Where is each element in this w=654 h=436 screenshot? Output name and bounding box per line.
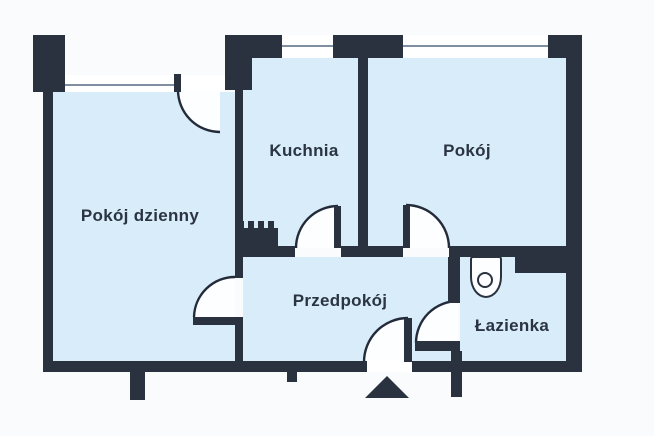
room-floor xyxy=(368,58,566,246)
wall-bathroom-left-lower xyxy=(451,351,462,397)
balcony-door-arc xyxy=(176,89,221,134)
room-label-living-room: Pokój dzienny xyxy=(80,206,200,225)
wall-living-hall-divider-lower xyxy=(235,317,243,362)
bathroom-door-leaf xyxy=(415,341,460,351)
room-window-line xyxy=(403,45,548,47)
living-room-window-line xyxy=(65,84,174,86)
wall-bottom-right xyxy=(412,361,582,372)
room-label-room: Pokój xyxy=(443,141,491,160)
entrance-door-arc xyxy=(362,316,409,363)
entrance-door-leaf xyxy=(404,318,412,362)
wall-left xyxy=(43,92,53,362)
shaft-tooth xyxy=(268,221,274,229)
wall-hall-top-a xyxy=(243,246,295,257)
wall-pillar-top-left xyxy=(33,35,65,92)
shaft-tooth xyxy=(248,221,254,229)
bathroom-door-arc xyxy=(414,299,459,344)
living-room-door-arc xyxy=(192,275,236,318)
room-label-hallway: Przedpokój xyxy=(292,291,388,310)
wall-living-hall-divider-upper xyxy=(235,90,243,278)
wall-top-segment-b xyxy=(333,35,403,58)
living-room-window xyxy=(65,75,225,92)
kitchen-window-line xyxy=(282,45,333,47)
wall-stub-b xyxy=(287,372,297,382)
toilet-icon xyxy=(470,256,502,298)
wall-bottom-left xyxy=(43,361,367,372)
toilet-bowl-icon xyxy=(477,272,493,288)
wall-bathroom-left-upper xyxy=(448,257,460,303)
room-door-arc xyxy=(405,203,451,249)
wall-block-top-right xyxy=(548,35,582,58)
wall-hall-top-b xyxy=(341,246,403,257)
ventilation-shaft xyxy=(236,228,278,248)
wall-bathroom-block xyxy=(515,246,566,273)
room-label-kitchen: Kuchnia xyxy=(269,141,339,160)
kitchen-door-arc xyxy=(294,204,339,249)
room-door-leaf xyxy=(403,205,410,248)
wall-top-segment-a xyxy=(252,35,282,58)
room-label-bathroom: Łazienka xyxy=(474,316,550,335)
living-room-door-leaf xyxy=(193,317,235,325)
entrance-arrow-icon xyxy=(365,376,409,398)
wall-stub-a xyxy=(130,372,145,400)
wall-block-living-kitchen xyxy=(225,35,252,90)
wall-hall-top-c xyxy=(449,246,515,257)
kitchen-door-leaf xyxy=(334,206,341,248)
shaft-tooth xyxy=(238,221,244,229)
wall-kitchen-room-divider xyxy=(358,58,368,248)
entrance-threshold xyxy=(367,361,412,372)
balcony-door-leaf xyxy=(174,74,181,92)
wall-right xyxy=(566,58,582,372)
shaft-tooth xyxy=(258,221,264,229)
